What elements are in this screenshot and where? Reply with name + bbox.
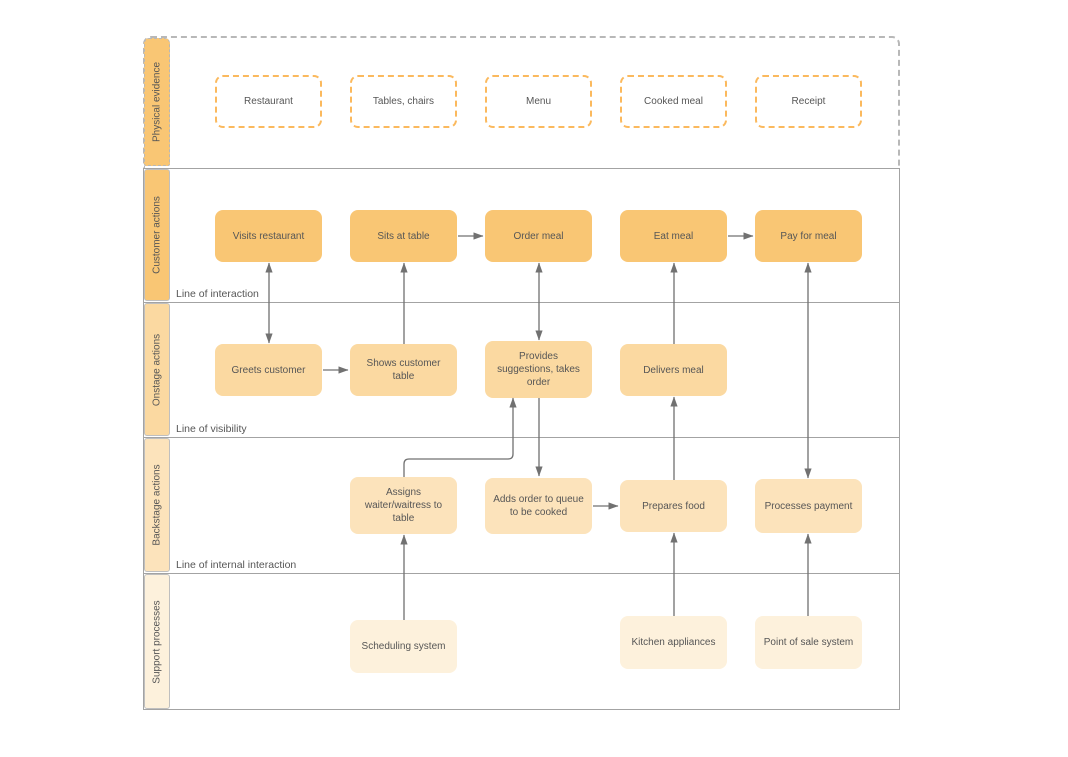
- node-delivers-meal[interactable]: Delivers meal: [620, 344, 727, 396]
- node-adds-order-to-queue[interactable]: Adds order to queue to be cooked: [485, 478, 592, 534]
- lane-bar-backstage-actions[interactable]: Backstage actions: [144, 438, 170, 572]
- node-eat-meal[interactable]: Eat meal: [620, 210, 727, 262]
- line-of-visibility-label: Line of visibility: [176, 423, 247, 435]
- lane-label-support-processes: Support processes: [151, 599, 163, 684]
- node-processes-payment[interactable]: Processes payment: [755, 479, 862, 533]
- node-prepares-food[interactable]: Prepares food: [620, 480, 727, 532]
- node-pay-for-meal[interactable]: Pay for meal: [755, 210, 862, 262]
- lane-bar-physical-evidence[interactable]: Physical evidence: [144, 38, 170, 166]
- node-provides-suggestions-takes-order[interactable]: Provides suggestions, takes order: [485, 341, 592, 398]
- node-point-of-sale-system[interactable]: Point of sale system: [755, 616, 862, 669]
- node-greets-customer[interactable]: Greets customer: [215, 344, 322, 396]
- line-of-interaction-label: Line of interaction: [176, 288, 259, 300]
- node-order-meal[interactable]: Order meal: [485, 210, 592, 262]
- lane-bar-support-processes[interactable]: Support processes: [144, 574, 170, 709]
- node-sits-at-table[interactable]: Sits at table: [350, 210, 457, 262]
- lane-bar-customer-actions[interactable]: Customer actions: [144, 169, 170, 301]
- node-visits-restaurant[interactable]: Visits restaurant: [215, 210, 322, 262]
- node-scheduling-system[interactable]: Scheduling system: [350, 620, 457, 673]
- lane-label-onstage-actions: Onstage actions: [151, 333, 163, 406]
- lane-backstage-actions: [143, 437, 900, 573]
- lane-onstage-actions: [143, 302, 900, 437]
- lane-support-processes: [143, 573, 900, 710]
- lane-label-customer-actions: Customer actions: [151, 196, 163, 274]
- node-cooked-meal[interactable]: Cooked meal: [620, 75, 727, 128]
- node-restaurant[interactable]: Restaurant: [215, 75, 322, 128]
- node-menu[interactable]: Menu: [485, 75, 592, 128]
- lane-label-physical-evidence: Physical evidence: [151, 61, 163, 143]
- node-assigns-waiter-waitress-to-table[interactable]: Assigns waiter/waitress to table: [350, 477, 457, 534]
- lane-bar-onstage-actions[interactable]: Onstage actions: [144, 303, 170, 436]
- line-of-internal-interaction-label: Line of internal interaction: [176, 559, 297, 571]
- node-receipt[interactable]: Receipt: [755, 75, 862, 128]
- lane-label-backstage-actions: Backstage actions: [151, 464, 163, 546]
- node-kitchen-appliances[interactable]: Kitchen appliances: [620, 616, 727, 669]
- node-tables-chairs[interactable]: Tables, chairs: [350, 75, 457, 128]
- node-shows-customer-table[interactable]: Shows customer table: [350, 344, 457, 396]
- lane-customer-actions: [143, 168, 900, 302]
